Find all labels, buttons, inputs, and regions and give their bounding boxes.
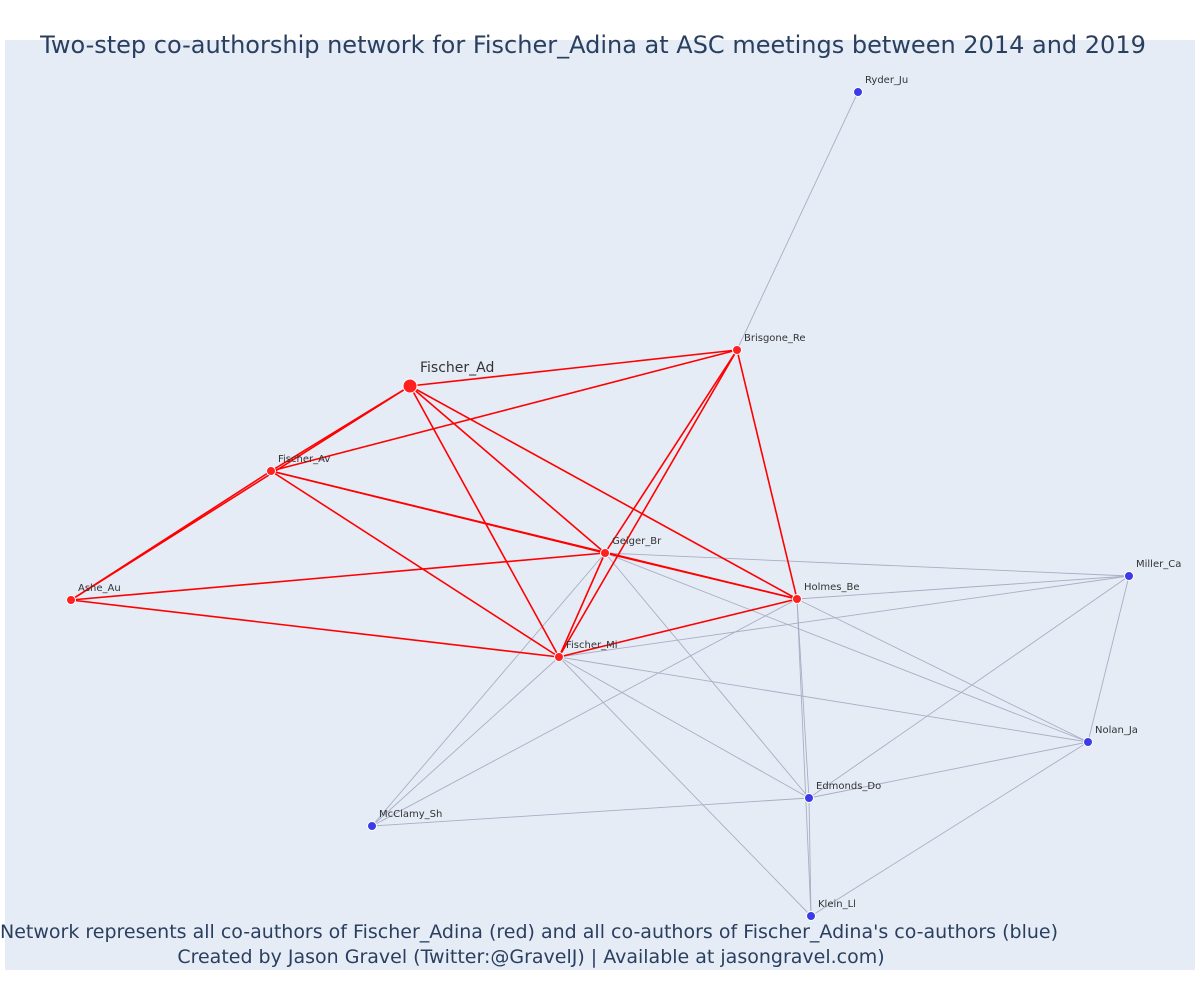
edges-layer xyxy=(70,91,1130,917)
node-label-Edmonds_Do: Edmonds_Do xyxy=(816,781,881,792)
edge-Geiger_Br-McClamy_Sh xyxy=(371,552,606,827)
edge-Geiger_Br-Miller_Ca xyxy=(604,552,1130,577)
edge-Fischer_Mi-Edmonds_Do xyxy=(558,656,810,799)
edge-Nolan_Ja-Klein_Ll xyxy=(810,741,1089,917)
edge-Fischer_Mi-Geiger_Br xyxy=(558,552,606,658)
caption-line-2: Created by Jason Gravel (Twitter:@Gravel… xyxy=(177,946,884,968)
node-label-Ryder_Ju: Ryder_Ju xyxy=(865,75,908,86)
edge-Holmes_Be-Klein_Ll xyxy=(796,598,812,917)
edge-Fischer_Ad-Geiger_Br xyxy=(409,385,606,554)
edge-Fischer_Av-Brisgone_Re xyxy=(270,349,738,472)
node-label-McClamy_Sh: McClamy_Sh xyxy=(379,809,442,820)
edge-Edmonds_Do-Klein_Ll xyxy=(808,797,812,917)
node-label-Ashe_Au: Ashe_Au xyxy=(78,583,121,594)
edge-Holmes_Be-Edmonds_Do xyxy=(796,598,810,799)
edge-Fischer_Ad-Holmes_Be xyxy=(409,385,798,600)
node-Fischer_Av[interactable] xyxy=(266,466,276,476)
node-Ryder_Ju[interactable] xyxy=(853,87,863,97)
edge-Fischer_Mi-McClamy_Sh xyxy=(371,656,560,827)
labels-layer: Fischer_Ad Brisgone_ReFischer_AvGeiger_Br… xyxy=(78,75,1181,910)
node-label-Fischer_Av: Fischer_Av xyxy=(278,454,330,465)
edge-Fischer_Ad-Fischer_Mi xyxy=(409,385,560,658)
edge-Fischer_Ad-Brisgone_Re xyxy=(409,349,738,387)
edge-Nolan_Ja-Edmonds_Do xyxy=(808,741,1089,799)
node-Edmonds_Do[interactable] xyxy=(804,793,814,803)
node-Miller_Ca[interactable] xyxy=(1124,571,1134,581)
edge-Brisgone_Re-Fischer_Mi xyxy=(558,349,738,658)
caption-line-1: Network represents all co-authors of Fis… xyxy=(0,921,1058,943)
node-Klein_Ll[interactable] xyxy=(806,911,816,921)
edge-Fischer_Mi-Nolan_Ja xyxy=(558,656,1089,743)
edge-Fischer_Av-Ashe_Au xyxy=(70,470,272,601)
node-McClamy_Sh[interactable] xyxy=(367,821,377,831)
node-Fischer_Mi[interactable] xyxy=(554,652,564,662)
edge-Miller_Ca-Edmonds_Do xyxy=(808,575,1130,799)
edge-Fischer_Av-Fischer_Mi xyxy=(270,470,560,658)
edge-Holmes_Be-Miller_Ca xyxy=(796,575,1130,600)
edge-Fischer_Mi-Holmes_Be xyxy=(558,598,798,658)
plot-background xyxy=(5,40,1195,970)
node-label-Nolan_Ja: Nolan_Ja xyxy=(1095,725,1138,736)
node-label-Brisgone_Re: Brisgone_Re xyxy=(744,333,806,344)
node-Holmes_Be[interactable] xyxy=(792,594,802,604)
node-label-Klein_Ll: Klein_Ll xyxy=(818,899,856,910)
edge-Brisgone_Re-Holmes_Be xyxy=(736,349,798,600)
nodes-layer xyxy=(66,87,1134,921)
chart-title: Two-step co-authorship network for Fisch… xyxy=(39,31,1146,59)
edge-Miller_Ca-Nolan_Ja xyxy=(1087,575,1130,743)
node-label-Geiger_Br: Geiger_Br xyxy=(612,536,662,547)
edge-Ashe_Au-Fischer_Mi xyxy=(70,599,560,658)
edge-Geiger_Br-Edmonds_Do xyxy=(604,552,810,799)
edge-Holmes_Be-Nolan_Ja xyxy=(796,598,1089,743)
edge-Brisgone_Re-Geiger_Br xyxy=(604,349,738,554)
edge-Fischer_Mi-Miller_Ca xyxy=(558,575,1130,658)
edge-Ashe_Au-Geiger_Br xyxy=(70,552,606,601)
edge-Edmonds_Do-McClamy_Sh xyxy=(371,797,810,827)
node-Fischer_Ad[interactable] xyxy=(402,378,418,394)
edge-Geiger_Br-Holmes_Be xyxy=(604,552,798,600)
node-label-Fischer_Ad: Fischer_Ad xyxy=(420,360,494,376)
node-Brisgone_Re[interactable] xyxy=(732,345,742,355)
node-Ashe_Au[interactable] xyxy=(66,595,76,605)
node-Nolan_Ja[interactable] xyxy=(1083,737,1093,747)
node-label-Miller_Ca: Miller_Ca xyxy=(1136,559,1181,570)
edge-Ryder_Ju-Brisgone_Re xyxy=(736,91,859,351)
edge-Holmes_Be-McClamy_Sh xyxy=(371,598,798,827)
node-label-Holmes_Be: Holmes_Be xyxy=(804,582,860,593)
node-Geiger_Br[interactable] xyxy=(600,548,610,558)
node-label-Fischer_Mi: Fischer_Mi xyxy=(566,640,618,651)
edge-Fischer_Mi-Klein_Ll xyxy=(558,656,812,917)
edge-Geiger_Br-Nolan_Ja xyxy=(604,552,1089,743)
